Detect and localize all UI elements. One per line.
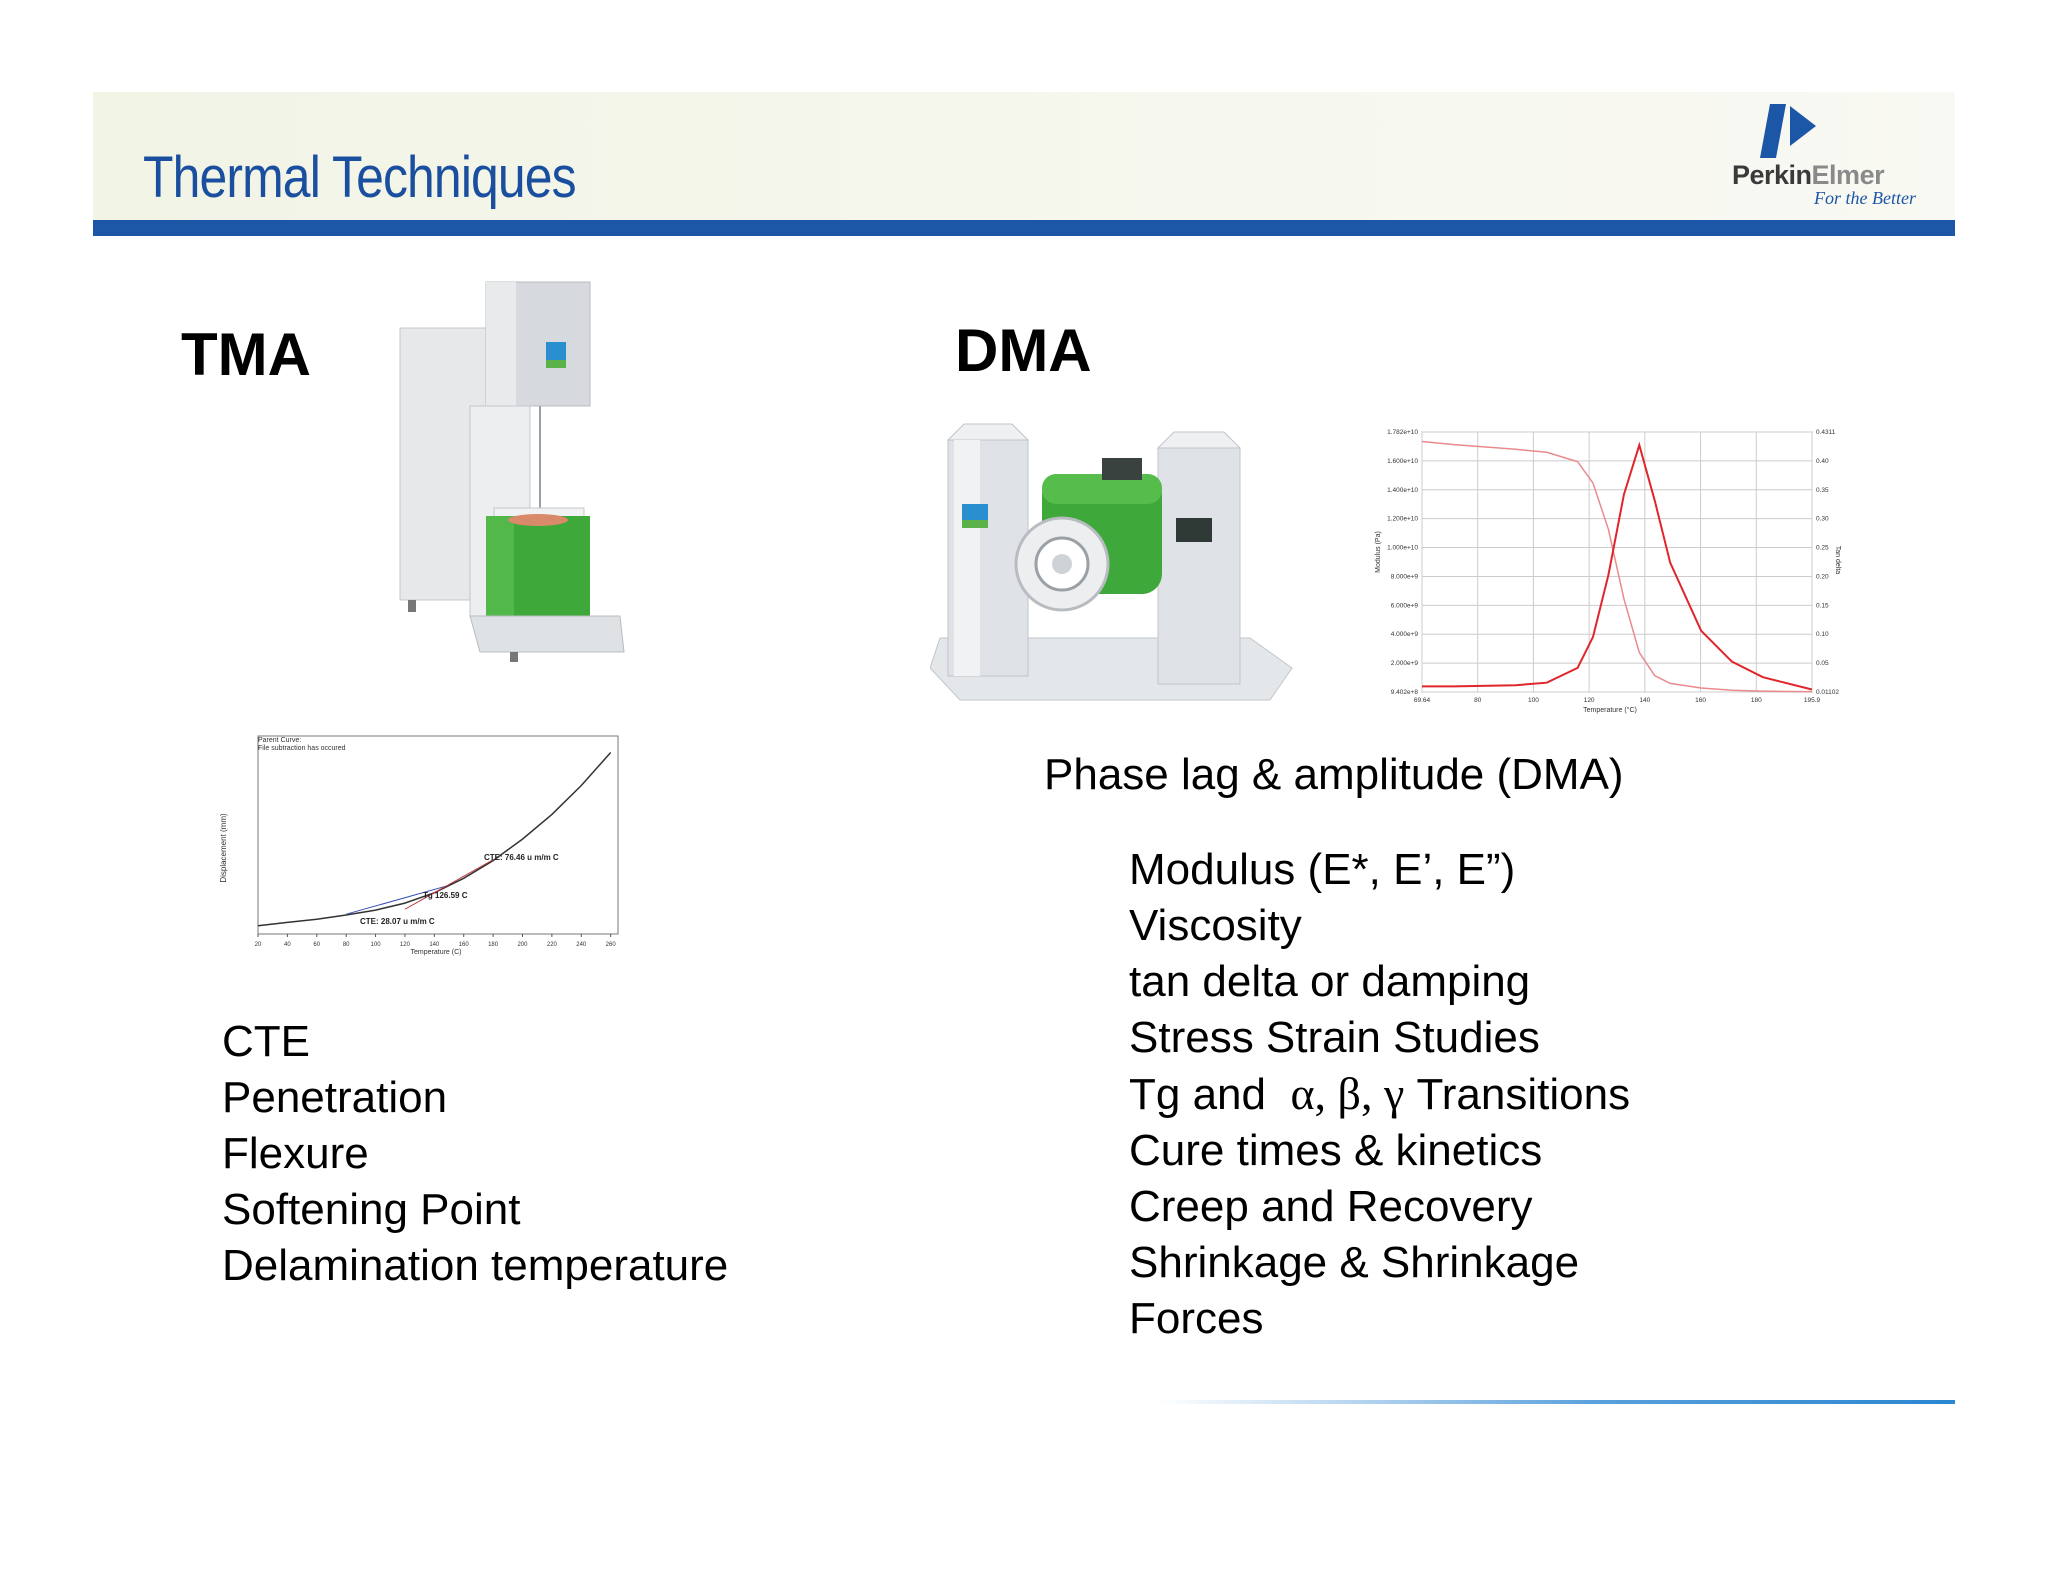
list-item: Delamination temperature bbox=[222, 1241, 729, 1290]
dma-x-tick-label: 69.64 bbox=[1414, 697, 1431, 704]
list-item: Cure times & kinetics bbox=[1129, 1126, 1543, 1175]
dma-instrument-image bbox=[930, 423, 1293, 701]
dma-y2-tick-label: 0.30 bbox=[1816, 516, 1829, 523]
tma-x-tick-label: 120 bbox=[400, 942, 411, 948]
tma-annotation-tg: Tg 126.59 C bbox=[423, 891, 468, 900]
transitions-prefix: Tg and bbox=[1129, 1070, 1266, 1119]
logo-brand-second: Elmer bbox=[1811, 160, 1885, 190]
transitions-suffix: Transitions bbox=[1416, 1070, 1631, 1119]
dma-y2-tick-label: 0.20 bbox=[1816, 573, 1829, 580]
list-item: Modulus (E*, E’, E”) bbox=[1129, 845, 1516, 894]
tma-x-tick-label: 160 bbox=[459, 942, 470, 948]
dma-chart-marks bbox=[1421, 440, 1813, 693]
dma-x-tick-label: 195.9 bbox=[1804, 697, 1821, 704]
dma-y2-tick-label: 0.05 bbox=[1816, 660, 1829, 667]
list-item: Viscosity bbox=[1129, 901, 1302, 950]
tma-chart: 20 40 60 80 100 120 140 160 180 200 220 240 260 Pare… bbox=[219, 735, 619, 956]
tma-x-tick-label: 100 bbox=[371, 942, 382, 948]
dma-modulus-series-line bbox=[1421, 440, 1813, 693]
tma-annotation-cte-low: CTE: 28.07 u m/m C bbox=[360, 917, 435, 926]
dma-heading: DMA bbox=[955, 317, 1092, 384]
logo-brand: PerkinElmer bbox=[1732, 160, 1885, 191]
tma-ylabel: Displacement (mm) bbox=[219, 813, 228, 883]
dma-y-tick-label: 1.200e+10 bbox=[1387, 516, 1418, 523]
list-item: Softening Point bbox=[222, 1185, 521, 1234]
tma-x-tick-label: 240 bbox=[576, 942, 587, 948]
tma-annotation-subtraction: File subtraction has occured bbox=[258, 745, 346, 752]
perkinelmer-logo: PerkinElmer For the Better bbox=[1726, 100, 1926, 212]
dma-y-tick-label: 1.000e+10 bbox=[1387, 545, 1418, 552]
tma-x-tick-label: 180 bbox=[488, 942, 499, 948]
dma-y-tick-label: 9.402e+8 bbox=[1391, 689, 1419, 696]
list-item: Stress Strain Studies bbox=[1129, 1013, 1540, 1062]
perkinelmer-logo-icon bbox=[1760, 104, 1816, 158]
dma-capabilities-list: Modulus (E*, E’, E”) Viscosity tan delta… bbox=[1129, 842, 1630, 1347]
list-item: Creep and Recovery bbox=[1129, 1182, 1533, 1231]
dma-y-tick-label: 1.782e+10 bbox=[1387, 429, 1418, 436]
tma-x-tick-label: 40 bbox=[284, 942, 291, 948]
bottom-rule bbox=[1160, 1400, 1955, 1404]
tma-annotation-cte-high: CTE: 76.46 u m/m C bbox=[484, 853, 559, 862]
dma-xlabel: Temperature (°C) bbox=[1583, 706, 1637, 714]
list-item-transitions: Tg and α, β, γ Transitions bbox=[1129, 1066, 1630, 1123]
dma-y-tick-label: 2.000e+9 bbox=[1391, 660, 1419, 667]
tma-chart-marks bbox=[257, 752, 612, 927]
dma-x-tick-label: 80 bbox=[1474, 697, 1482, 704]
dma-ylabel: Modulus (Pa) bbox=[1375, 531, 1382, 573]
dma-y-tick-label: 1.400e+10 bbox=[1387, 487, 1418, 494]
dma-x-tick-label: 160 bbox=[1695, 697, 1706, 704]
tma-x-tick-label: 220 bbox=[547, 942, 558, 948]
dma-y-tick-label: 8.000e+9 bbox=[1391, 573, 1419, 580]
header-band bbox=[93, 92, 1955, 220]
dma-y-tick-label: 4.000e+9 bbox=[1391, 631, 1419, 638]
dma-chart: 69.64 80 100 120 140 160 180 195.9 9.402e+8 2.000… bbox=[1375, 429, 1841, 714]
list-item: Forces bbox=[1129, 1294, 1264, 1343]
dma-x-tick-label: 120 bbox=[1584, 697, 1595, 704]
dma-y2-tick-label: 0.15 bbox=[1816, 602, 1829, 609]
dma-y-tick-label: 1.600e+10 bbox=[1387, 458, 1418, 465]
tma-x-tick-label: 80 bbox=[343, 942, 350, 948]
tma-x-tick-label: 260 bbox=[606, 942, 617, 948]
transitions-greek: α, β, γ bbox=[1290, 1068, 1405, 1119]
list-item: tan delta or damping bbox=[1129, 957, 1531, 1006]
tma-instrument-image bbox=[399, 281, 625, 662]
tma-heading: TMA bbox=[181, 321, 311, 388]
logo-brand-first: Perkin bbox=[1732, 160, 1812, 190]
tma-tangent-low bbox=[346, 884, 450, 915]
dma-y2-tick-label: 0.4311 bbox=[1816, 429, 1836, 436]
header-rule bbox=[93, 220, 1955, 236]
dma-x-tick-label: 180 bbox=[1751, 697, 1762, 704]
tma-xlabel: Temperature (C) bbox=[411, 949, 462, 956]
tma-plot-frame bbox=[257, 735, 619, 935]
dma-y2-tick-label: 0.40 bbox=[1816, 458, 1829, 465]
dma-y2-tick-label: 0.10 bbox=[1816, 631, 1829, 638]
tma-tangent-high bbox=[404, 859, 494, 910]
list-item: Penetration bbox=[222, 1073, 448, 1122]
tma-chart-axes: 20 40 60 80 100 120 140 160 180 200 220 240 260 bbox=[255, 735, 619, 948]
page-title: Thermal Techniques bbox=[143, 145, 577, 210]
tma-x-tick-label: 20 bbox=[255, 942, 262, 948]
tma-annotation-parent: Parent Curve: bbox=[258, 737, 301, 744]
list-item: Flexure bbox=[222, 1129, 369, 1178]
tma-x-tick-label: 200 bbox=[517, 942, 528, 948]
dma-y-tick-label: 6.000e+9 bbox=[1391, 602, 1419, 609]
dma-subtitle: Phase lag & amplitude (DMA) bbox=[1044, 750, 1624, 799]
dma-y2-tick-label: 0.01102 bbox=[1816, 689, 1839, 696]
list-item: CTE bbox=[222, 1017, 310, 1066]
dma-x-tick-label: 100 bbox=[1528, 697, 1539, 704]
logo-tagline: For the Better bbox=[1814, 188, 1916, 208]
dma-y2-tick-label: 0.25 bbox=[1816, 545, 1829, 552]
dma-tan-delta-series-line bbox=[1422, 441, 1813, 691]
tma-capabilities-list: CTE Penetration Flexure Softening Point … bbox=[222, 1014, 728, 1294]
dma-y2-tick-label: 0.35 bbox=[1816, 487, 1829, 494]
dma-y2label: Tan delta bbox=[1834, 546, 1841, 575]
tma-x-tick-label: 140 bbox=[429, 942, 440, 948]
dma-x-tick-label: 140 bbox=[1639, 697, 1650, 704]
dma-plot-frame bbox=[1421, 431, 1813, 693]
tma-x-tick-label: 60 bbox=[313, 942, 320, 948]
list-item: Shrinkage & Shrinkage bbox=[1129, 1238, 1580, 1287]
dma-chart-grid: 69.64 80 100 120 140 160 180 195.9 9.402e+8 2.000… bbox=[1387, 429, 1839, 704]
